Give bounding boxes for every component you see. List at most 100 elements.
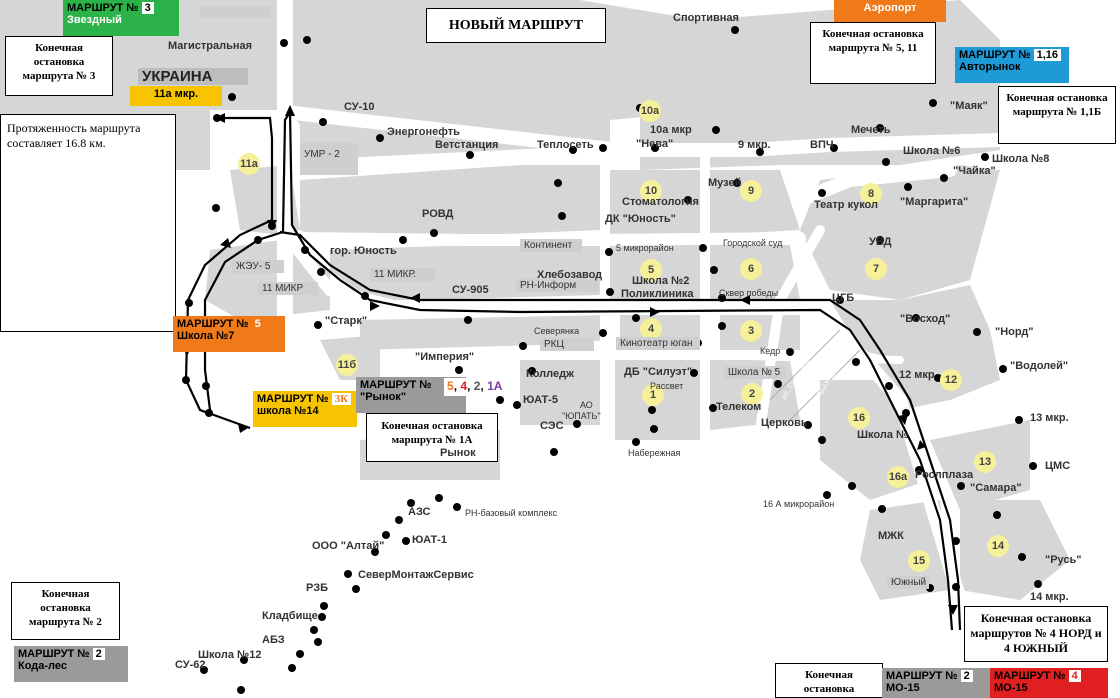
district-11b: 11б [336, 354, 358, 376]
stop-10a-mkr: 10а мкр [650, 124, 692, 136]
district-16a: 16а [887, 466, 909, 488]
district-5: 5 [640, 259, 662, 281]
badge-shkola7-sub: Школа №7 [177, 330, 235, 342]
stop-rovd: РОВД [422, 208, 454, 220]
area-ump2: УМР - 2 [300, 143, 358, 175]
stop-altai: ООО "Алтай" [312, 540, 385, 552]
stop-9-mkr: 9 мкр. [738, 139, 771, 151]
stop-mzhk: МЖК [878, 530, 904, 542]
stop-su10: СУ-10 [344, 101, 375, 113]
district-12: 12 [940, 369, 962, 391]
stop-sportivnaya: Спортивная [673, 12, 739, 24]
badge-rynok-num-5: 5 [447, 379, 454, 393]
badge-rynok-nums: 5, 4, 2, 1А [444, 378, 514, 396]
terminal-route-4: Конечная остановка маршрутов № 4 НОРД и … [964, 606, 1108, 662]
stop-voskhod: "Восход" [900, 313, 951, 325]
stop-yuat1: ЮАТ-1 [412, 534, 447, 546]
stop-ses: СЭС [540, 420, 564, 432]
stop-hlebozavod: Хлебозавод [537, 269, 603, 281]
stop-poliklinika: Поликлиника [621, 288, 694, 300]
district-10: 10 [640, 180, 662, 202]
stop-ao: АО [580, 400, 593, 410]
stop-severmontazh: СеверМонтажСервис [358, 569, 474, 581]
stop-telekom: Телеком [716, 401, 762, 413]
stop-16a-mkr: 16 А микрорайон [763, 499, 835, 509]
badge-avtorynok-num: 1,16 [1033, 49, 1061, 61]
stop-rn-baza: РН-базовый комплекс [465, 508, 558, 518]
district-3: 3 [740, 320, 762, 342]
badge-zvezdny-sub: Звездный [67, 14, 122, 26]
stop-shkola6: Школа №6 [903, 145, 961, 157]
district-4: 4 [640, 318, 662, 340]
badge-rynok-num-2: 2 [473, 379, 481, 393]
district-8: 8 [860, 183, 882, 205]
stop-margarita: "Маргарита" [900, 196, 969, 208]
district-11a: 11а [238, 153, 260, 175]
district-7: 7 [865, 258, 887, 280]
stop-rynok: Рынок [440, 447, 476, 459]
area-shkola5: Школа № 5 [724, 366, 786, 379]
badge-rynok-sub: "Рынок" [360, 391, 407, 403]
district-6: 6 [740, 258, 762, 280]
badge-avtorynok-label: МАРШРУТ № [959, 49, 1031, 61]
district-1: 1 [642, 384, 664, 406]
stop-vetstanciya: Ветстанция [435, 139, 499, 151]
stop-yuat5: ЮАТ-5 [523, 394, 558, 406]
terminal-route-5-11: Конечная остановка маршрута № 5, 11 [810, 22, 936, 84]
stop-shkola12: Школа №12 [198, 649, 262, 661]
badge-mo15-4-sub: МО-15 [994, 682, 1028, 694]
street-band [769, 329, 861, 421]
badge-kodales-label: МАРШРУТ № [18, 648, 90, 660]
badge-rynok-label: МАРШРУТ № [360, 379, 432, 391]
stop-skver-pobedy: Сквер победы [719, 288, 779, 298]
stop-gorodskoy-sud: Городской суд [723, 238, 783, 248]
badge-zvezdny-label: МАРШРУТ № [67, 2, 139, 14]
area-yuzhny: Южный [887, 576, 929, 589]
stop-su62: СУ-62 [175, 659, 206, 671]
stop-cerkov: Церковь [761, 417, 808, 429]
stop-yupat: "ЮПАТЬ" [562, 411, 601, 421]
stop-azs: АЗС [408, 506, 431, 518]
district-9: 9 [740, 180, 762, 202]
stop-12-mkr: 12 мкр [899, 369, 935, 381]
district-13: 13 [974, 451, 996, 473]
district-14: 14 [987, 535, 1009, 557]
badge-aeroport-sub: Аэропорт [863, 2, 917, 14]
badge-shkola7-num: 5 [254, 318, 261, 330]
stop-dots [111, 26, 1042, 694]
stop-mechet: Мечеть [851, 124, 891, 136]
stop-gor-yunost: гор. Юность [330, 245, 397, 257]
stop-rassvet: Рассвет [650, 381, 684, 391]
stop-uvd: УВД [869, 236, 892, 248]
route-line [184, 108, 962, 631]
badge-mo15-2-sub: МО-15 [886, 682, 920, 694]
route-length-note: Протяженность маршрута составляет 16.8 к… [0, 114, 176, 332]
stop-neva: "Нева" [636, 138, 674, 150]
badge-mo15-2-label: МАРШРУТ № [886, 670, 958, 682]
stop-rus: "Русь" [1045, 554, 1082, 566]
badge-avtorynok-sub: Авторынок [959, 61, 1021, 73]
badge-rynok-num-4: 4 [460, 379, 468, 393]
stop-energoneft: Энергонефть [387, 126, 460, 138]
stop-naberezhnaya: Набережная [628, 448, 681, 458]
stop-teploset: Теплосеть [537, 139, 594, 151]
stop-abz: АБЗ [262, 634, 285, 646]
badge-kodales-num: 2 [92, 648, 105, 660]
stop-vodolei: "Водолей" [1010, 360, 1069, 372]
badge-shkola14-label: МАРШРУТ № [257, 393, 329, 405]
stop-14-mkr: 14 мкр. [1030, 591, 1069, 603]
stop-shkola-nn: Школа № [857, 429, 909, 441]
stop-stark: "Старк" [325, 315, 368, 327]
badge-zvezdny-num: 3 [141, 2, 154, 14]
stop-muzei: Музей [708, 177, 742, 189]
stop-cgb: ЦГБ [832, 292, 855, 304]
badge-mo15-2-num: 2 [960, 670, 973, 682]
stop-kolledzh: Колледж [526, 368, 574, 380]
